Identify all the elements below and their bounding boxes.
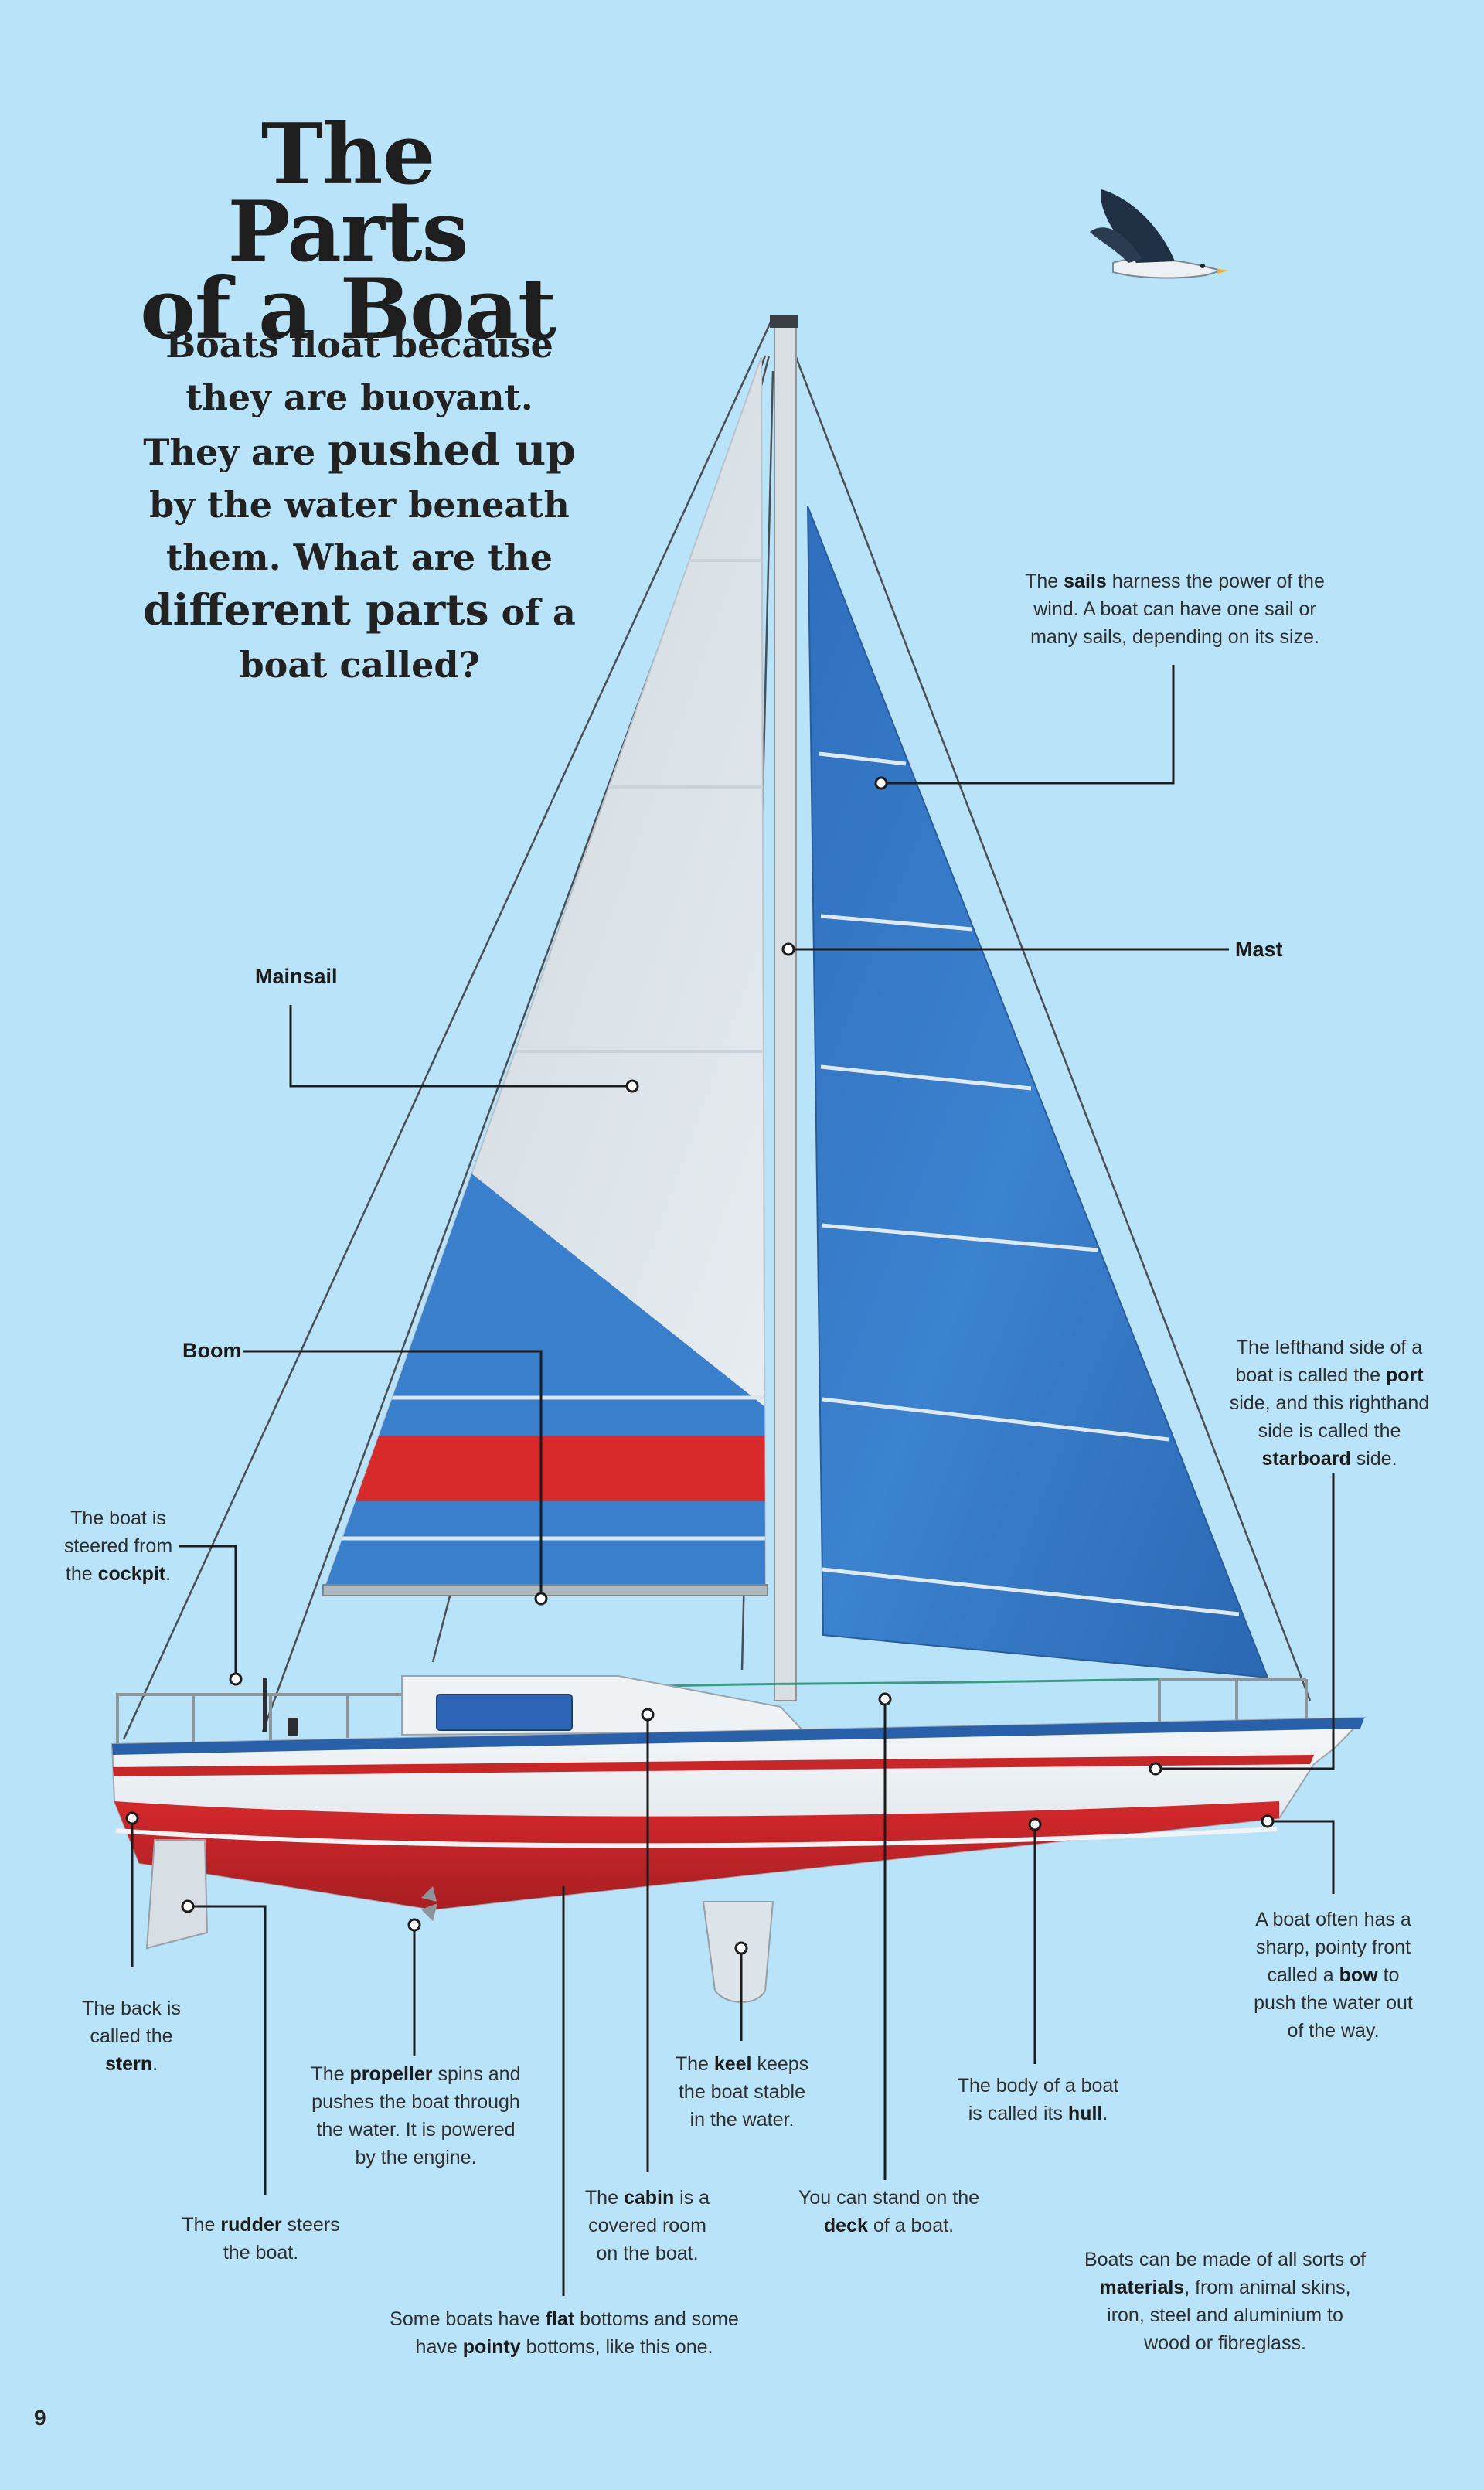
caption-text: . — [1102, 2103, 1108, 2124]
caption-propeller: The propeller spins and pushes the boat … — [308, 2060, 524, 2172]
caption-text: A boat often has a sharp, pointy front c… — [1255, 1909, 1411, 1986]
caption-keyword: port — [1385, 1364, 1424, 1386]
caption-keyword: hull — [1067, 2103, 1103, 2124]
caption-keyword: cockpit — [97, 1563, 166, 1585]
caption-cabin: The cabin is a covered room on the boat. — [576, 2184, 719, 2267]
caption-keel: The keel keeps the boat stable in the wa… — [669, 2050, 815, 2134]
intro-part-1: Boats float because they are buoyant. Th… — [143, 324, 553, 473]
caption-keyword: sails — [1064, 571, 1107, 592]
caption-keyword: materials — [1099, 2277, 1185, 2298]
page-number: 9 — [34, 2406, 46, 2430]
caption-text: The back is called the — [82, 1998, 181, 2047]
caption-keyword: bow — [1339, 1964, 1378, 1986]
seagull-icon — [1090, 189, 1229, 279]
caption-bow: A boat often has a sharp, pointy front c… — [1244, 1906, 1422, 2045]
caption-text: The lefthand side of a boat is called th… — [1235, 1337, 1423, 1386]
caption-text: The — [311, 2063, 350, 2085]
caption-text: side, and this righthand side is called … — [1229, 1392, 1430, 1442]
title-line-2: of a Boat — [140, 261, 556, 358]
page-title: The Parts of a Boat — [131, 113, 564, 351]
caption-materials: Boats can be made of all sorts of materi… — [1082, 2246, 1368, 2357]
caption-text: keeps the boat stable in the water. — [678, 2053, 809, 2131]
mast — [770, 315, 798, 1701]
caption-text: bottoms and some have — [415, 2308, 739, 2358]
caption-port-starboard: The lefthand side of a boat is called th… — [1217, 1334, 1441, 1473]
caption-cockpit: The boat is steered from the cockpit. — [48, 1504, 189, 1588]
caption-text: The — [182, 2214, 221, 2236]
caption-text: The — [584, 2187, 624, 2209]
caption-keyword: starboard — [1261, 1448, 1351, 1470]
caption-text: The — [675, 2053, 714, 2075]
caption-text: harness the power of the wind. A boat ca… — [1030, 571, 1325, 648]
caption-deck: You can stand on the deck of a boat. — [788, 2184, 989, 2240]
propeller-icon — [421, 1886, 437, 1921]
intro-emphasis-different-parts: different parts — [143, 584, 489, 635]
label-mainsail: Mainsail — [255, 965, 338, 988]
caption-text: , from animal skins, iron, steel and alu… — [1107, 2277, 1351, 2354]
caption-bottoms: Some boats have flat bottoms and some ha… — [383, 2305, 746, 2361]
hull — [111, 1716, 1367, 1911]
title-line-1: The Parts — [227, 106, 469, 281]
intro-part-3: of a boat called? — [239, 591, 576, 686]
caption-text: . — [152, 2053, 158, 2075]
label-boom: Boom — [182, 1339, 242, 1362]
caption-hull: The body of a boat is called its hull. — [949, 2072, 1127, 2127]
caption-text: spins and pushes the boat through the wa… — [311, 2063, 521, 2168]
leader-lines — [131, 665, 1335, 2296]
caption-text: steers the boat. — [223, 2214, 340, 2263]
caption-keyword: pointy — [462, 2336, 521, 2358]
caption-text: . — [165, 1563, 172, 1585]
caption-text: is a covered room on the boat. — [588, 2187, 710, 2264]
caption-text: The body of a boat is called its — [957, 2075, 1119, 2124]
caption-rudder: The rudder steers the boat. — [178, 2211, 344, 2267]
leader-dots — [125, 776, 1275, 1955]
cabin — [263, 1675, 806, 1736]
jib-sail — [807, 506, 1269, 1679]
intro-emphasis-pushed-up: pushed up — [328, 424, 576, 475]
caption-keyword: deck — [823, 2215, 868, 2236]
intro-text: Boats float because they are buoyant. Th… — [143, 318, 576, 691]
caption-text: You can stand on the — [798, 2187, 979, 2209]
caption-text: Boats can be made of all sorts of — [1084, 2249, 1367, 2270]
caption-stern: The back is called the stern. — [62, 1994, 201, 2078]
caption-keyword: keel — [713, 2053, 752, 2075]
intro-part-2: by the water beneath them. What are the — [149, 484, 570, 578]
label-mast: Mast — [1235, 938, 1283, 961]
caption-text: The boat is steered from the — [63, 1507, 173, 1585]
caption-text: bottoms, like this one. — [520, 2336, 713, 2358]
caption-text: of a boat. — [867, 2215, 955, 2236]
caption-keyword: cabin — [623, 2187, 675, 2209]
caption-text: Some boats have — [390, 2308, 546, 2330]
caption-keyword: propeller — [349, 2063, 433, 2085]
caption-keyword: stern — [104, 2053, 153, 2075]
caption-sails: The sails harness the power of the wind.… — [1020, 567, 1329, 651]
rudder — [145, 1839, 209, 1950]
caption-text: to push the water out of the way. — [1254, 1964, 1413, 2042]
caption-keyword: rudder — [220, 2214, 282, 2236]
caption-text: The — [1025, 571, 1064, 592]
caption-text: side. — [1350, 1448, 1397, 1470]
mainsail — [322, 356, 768, 1596]
caption-keyword: flat — [545, 2308, 575, 2330]
